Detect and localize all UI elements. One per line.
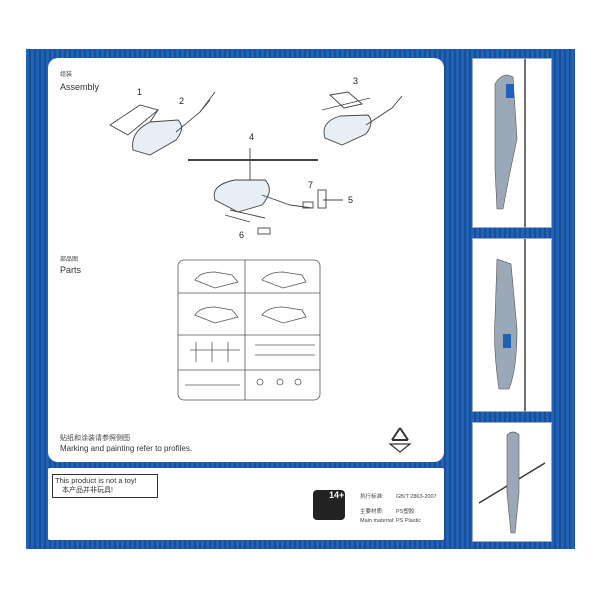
assembly-title-cn: 组装 — [60, 72, 73, 78]
material-label: Main material: — [360, 518, 395, 524]
recycle-icon — [388, 427, 412, 453]
material-label-cn: 主要材质: — [360, 509, 384, 515]
helicopter-profile — [478, 431, 546, 534]
callout-5: 5 — [348, 195, 354, 205]
marking-note: Marking and painting refer to profiles. — [60, 444, 193, 453]
standard-label: 执行标准: — [360, 494, 384, 500]
helicopter-profile-left — [472, 58, 552, 228]
parts-title: Parts — [60, 265, 82, 275]
material-value-cn: PS塑胶 — [396, 509, 415, 515]
helicopter-profile-right — [472, 238, 552, 412]
callout-4: 4 — [249, 132, 255, 142]
age-badge — [313, 490, 345, 520]
callout-7: 7 — [308, 180, 314, 190]
info-panel — [48, 468, 444, 540]
assembly-title: Assembly — [60, 82, 100, 92]
callout-1: 1 — [137, 87, 143, 97]
age-rating: 14+ — [329, 490, 345, 500]
parts-title-cn: 部品图 — [60, 257, 79, 263]
callout-3: 3 — [353, 76, 359, 86]
helicopter-profile-top — [472, 422, 552, 542]
toy-warning-box — [52, 474, 158, 498]
helicopter-profile — [494, 239, 526, 411]
marking-note-cn: 贴纸和涂装请参照侧图 — [60, 435, 130, 442]
callout-2: 2 — [179, 96, 185, 106]
toy-warning: This product is not a toy! — [55, 476, 137, 485]
standard-value: GB/T 2863-2007 — [396, 494, 437, 500]
material-value: PS Plastic — [396, 518, 422, 524]
helicopter-profile — [494, 59, 526, 227]
callout-6: 6 — [239, 230, 245, 240]
toy-warning-cn: 本产品并非玩具! — [62, 487, 113, 494]
